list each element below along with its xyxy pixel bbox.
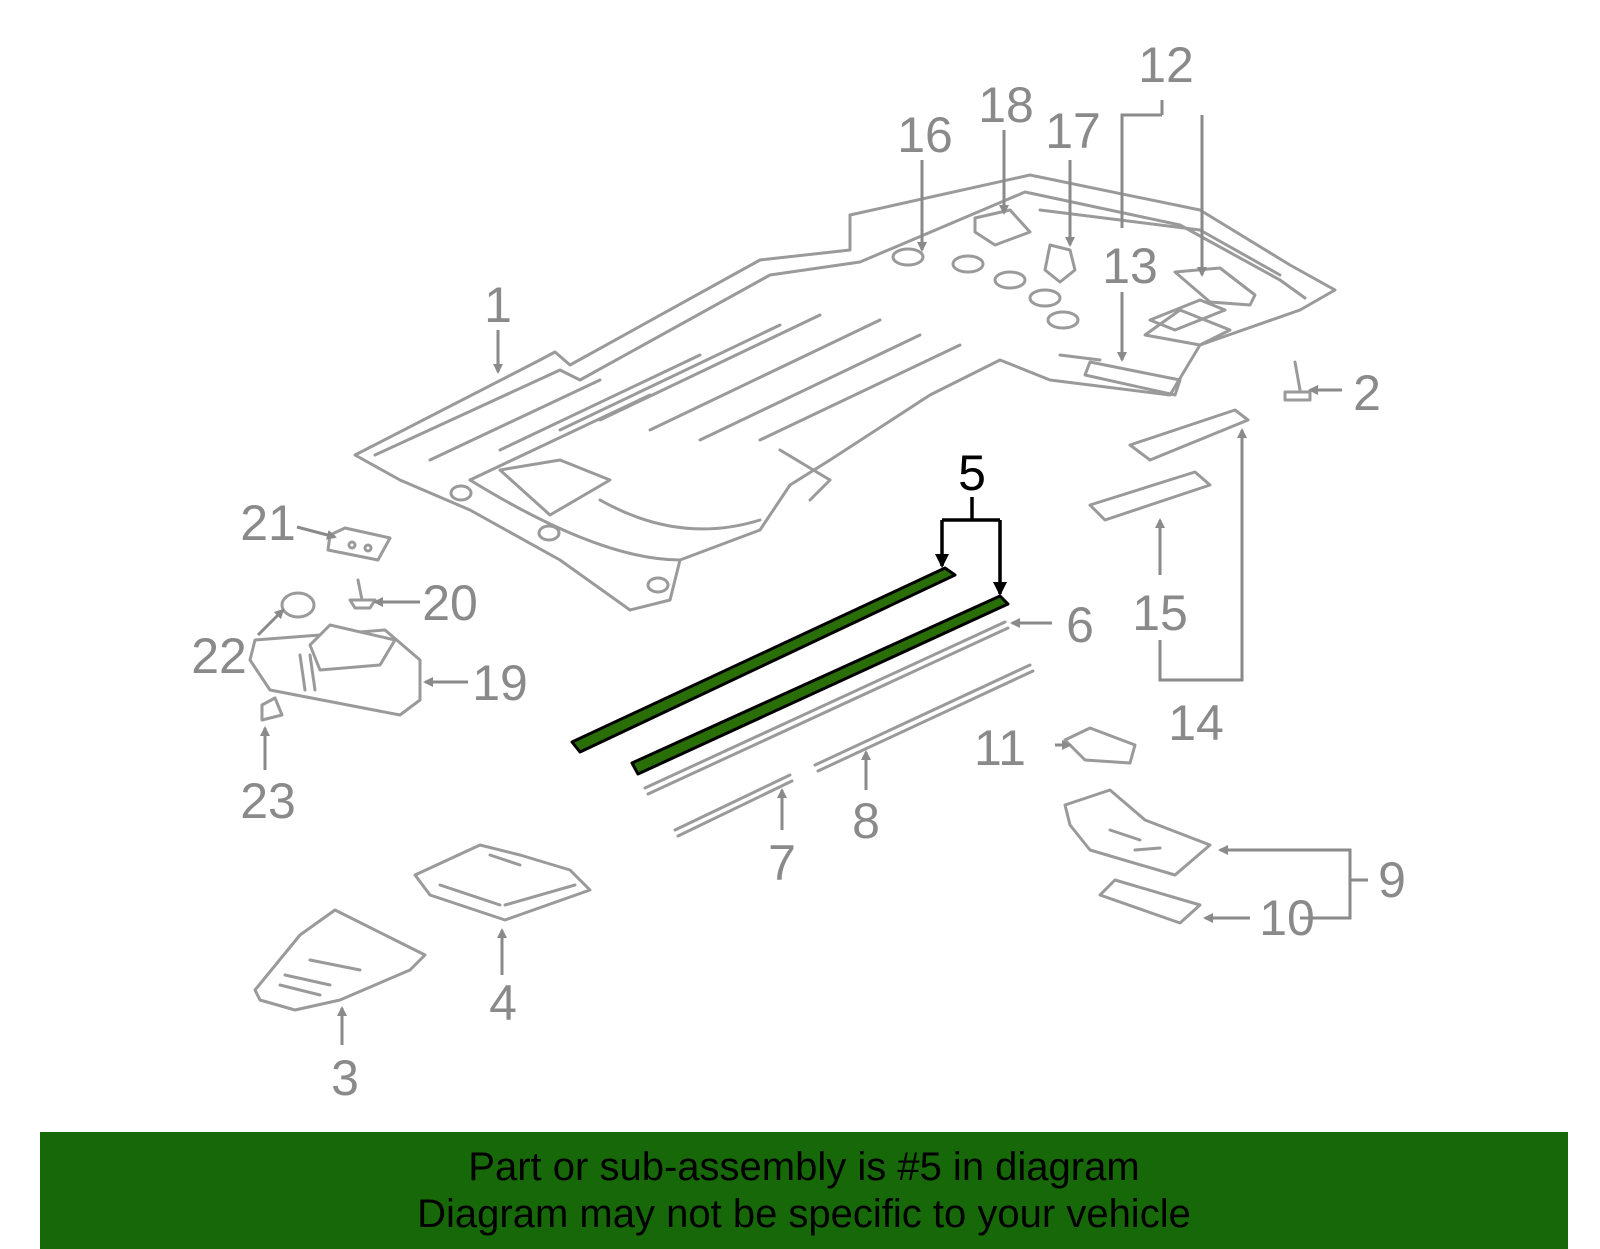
callout-5: 5 <box>958 445 986 501</box>
screw-part-2 <box>1283 360 1312 402</box>
callout-7: 7 <box>768 835 796 891</box>
part-20-shape <box>348 578 377 610</box>
part-23-shape <box>260 696 284 722</box>
callout-13: 13 <box>1102 238 1158 294</box>
banner-line-2: Diagram may not be specific to your vehi… <box>417 1191 1191 1236</box>
leaders <box>256 100 1368 1045</box>
part-15-shape <box>1088 470 1212 522</box>
part-4-shape <box>413 843 592 922</box>
callout-19: 19 <box>472 655 528 711</box>
callout-16: 16 <box>897 107 953 163</box>
callout-2: 2 <box>1353 365 1381 421</box>
part-10-shape <box>1098 878 1202 925</box>
callout-21: 21 <box>240 495 296 551</box>
strip-part-8 <box>813 663 1035 773</box>
part-9-shape <box>1063 788 1212 877</box>
callout-8: 8 <box>852 793 880 849</box>
callout-23: 23 <box>240 773 296 829</box>
callout-11: 11 <box>974 720 1026 776</box>
callout-17: 17 <box>1045 103 1101 159</box>
callout-6: 6 <box>1066 597 1094 653</box>
callout-18: 18 <box>978 77 1034 133</box>
part-22-shape <box>280 591 316 619</box>
part-11-shape <box>1063 726 1137 765</box>
callout-15: 15 <box>1132 585 1188 641</box>
callout-14: 14 <box>1168 695 1224 751</box>
strip-part-6 <box>643 620 1010 796</box>
callout-22: 22 <box>191 628 247 684</box>
part-14-shape <box>1128 408 1250 462</box>
callout-1: 1 <box>484 277 512 333</box>
leader-part-5 <box>935 497 1007 596</box>
part-12-shape <box>1173 266 1257 307</box>
callout-4: 4 <box>489 975 517 1031</box>
info-banner: Part or sub-assembly is #5 in diagram Di… <box>40 1132 1568 1249</box>
callout-20: 20 <box>422 575 478 631</box>
part-3-shape <box>253 908 427 1012</box>
callout-9: 9 <box>1378 852 1406 908</box>
strip-part-7 <box>673 773 794 838</box>
headliner-part-1 <box>353 173 1337 612</box>
part-17-shape <box>1043 243 1077 284</box>
part-21-shape <box>326 526 392 562</box>
callout-3: 3 <box>331 1050 359 1106</box>
callout-12: 12 <box>1138 37 1194 93</box>
banner-line-1: Part or sub-assembly is #5 in diagram <box>468 1144 1140 1189</box>
sun-visor-part-19 <box>248 623 422 717</box>
roof-rail-part-5 <box>570 566 1010 776</box>
callout-10: 10 <box>1259 890 1315 946</box>
